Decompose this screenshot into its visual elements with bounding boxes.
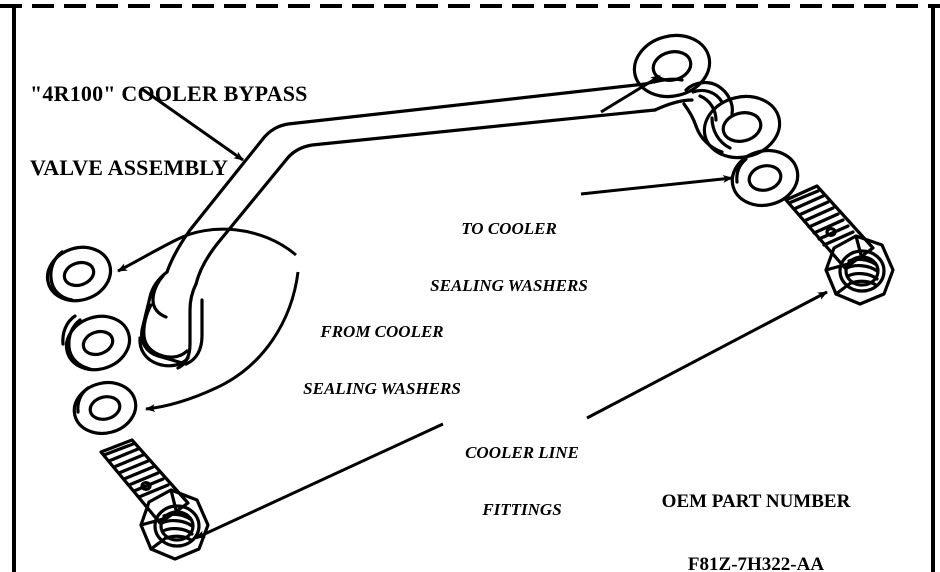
cooler-line-fittings-line-1: COOLER LINE (465, 443, 579, 463)
cooler-tube (165, 82, 657, 286)
to-cooler-line-2: SEALING WASHERS (430, 276, 588, 296)
banjo-bolt-left (99, 438, 210, 561)
from-cooler-line-2: SEALING WASHERS (303, 379, 461, 399)
title-arrow (141, 87, 244, 162)
oem-line-1: OEM PART NUMBER (661, 490, 851, 512)
oem-line-2: F81Z-7H322-AA (687, 554, 825, 572)
title-line-2: VALVE ASSEMBLY (30, 155, 229, 181)
from-cooler-arrow-lower (145, 271, 300, 413)
sealing-washer-from-cooler-2 (61, 314, 132, 372)
title-line-1: "4R100" COOLER BYPASS (30, 81, 308, 107)
from-cooler-line-1: FROM COOLER (320, 322, 444, 342)
banjo-block-upper (632, 33, 782, 160)
banjo-bolt-right (784, 184, 895, 306)
sealing-washer-from-cooler-3 (72, 381, 138, 435)
cooler-bypass-valve-body (138, 270, 204, 370)
to-cooler-line-1: TO COOLER (461, 219, 557, 239)
sealing-washer-to-cooler-2 (730, 149, 800, 207)
from-cooler-arrow-upper (117, 227, 297, 273)
fittings-arrow-left (195, 422, 444, 540)
to-cooler-label: TO COOLER SEALING WASHERS (425, 181, 593, 333)
cooler-line-fittings-label: COOLER LINE FITTINGS (452, 405, 592, 557)
title-label: "4R100" COOLER BYPASS VALVE ASSEMBLY (30, 33, 308, 230)
oem-part-number-label: OEM PART NUMBER F81Z-7H322-AA (645, 448, 867, 572)
to-cooler-arrow-lower (580, 174, 733, 196)
frame-border (0, 4, 940, 572)
fittings-arrow-right (586, 290, 828, 420)
sealing-washer-from-cooler-1 (45, 245, 113, 303)
cooler-line-fittings-line-2: FITTINGS (482, 500, 562, 520)
to-cooler-arrow-upper (600, 74, 661, 114)
from-cooler-label: FROM COOLER SEALING WASHERS (297, 284, 467, 436)
